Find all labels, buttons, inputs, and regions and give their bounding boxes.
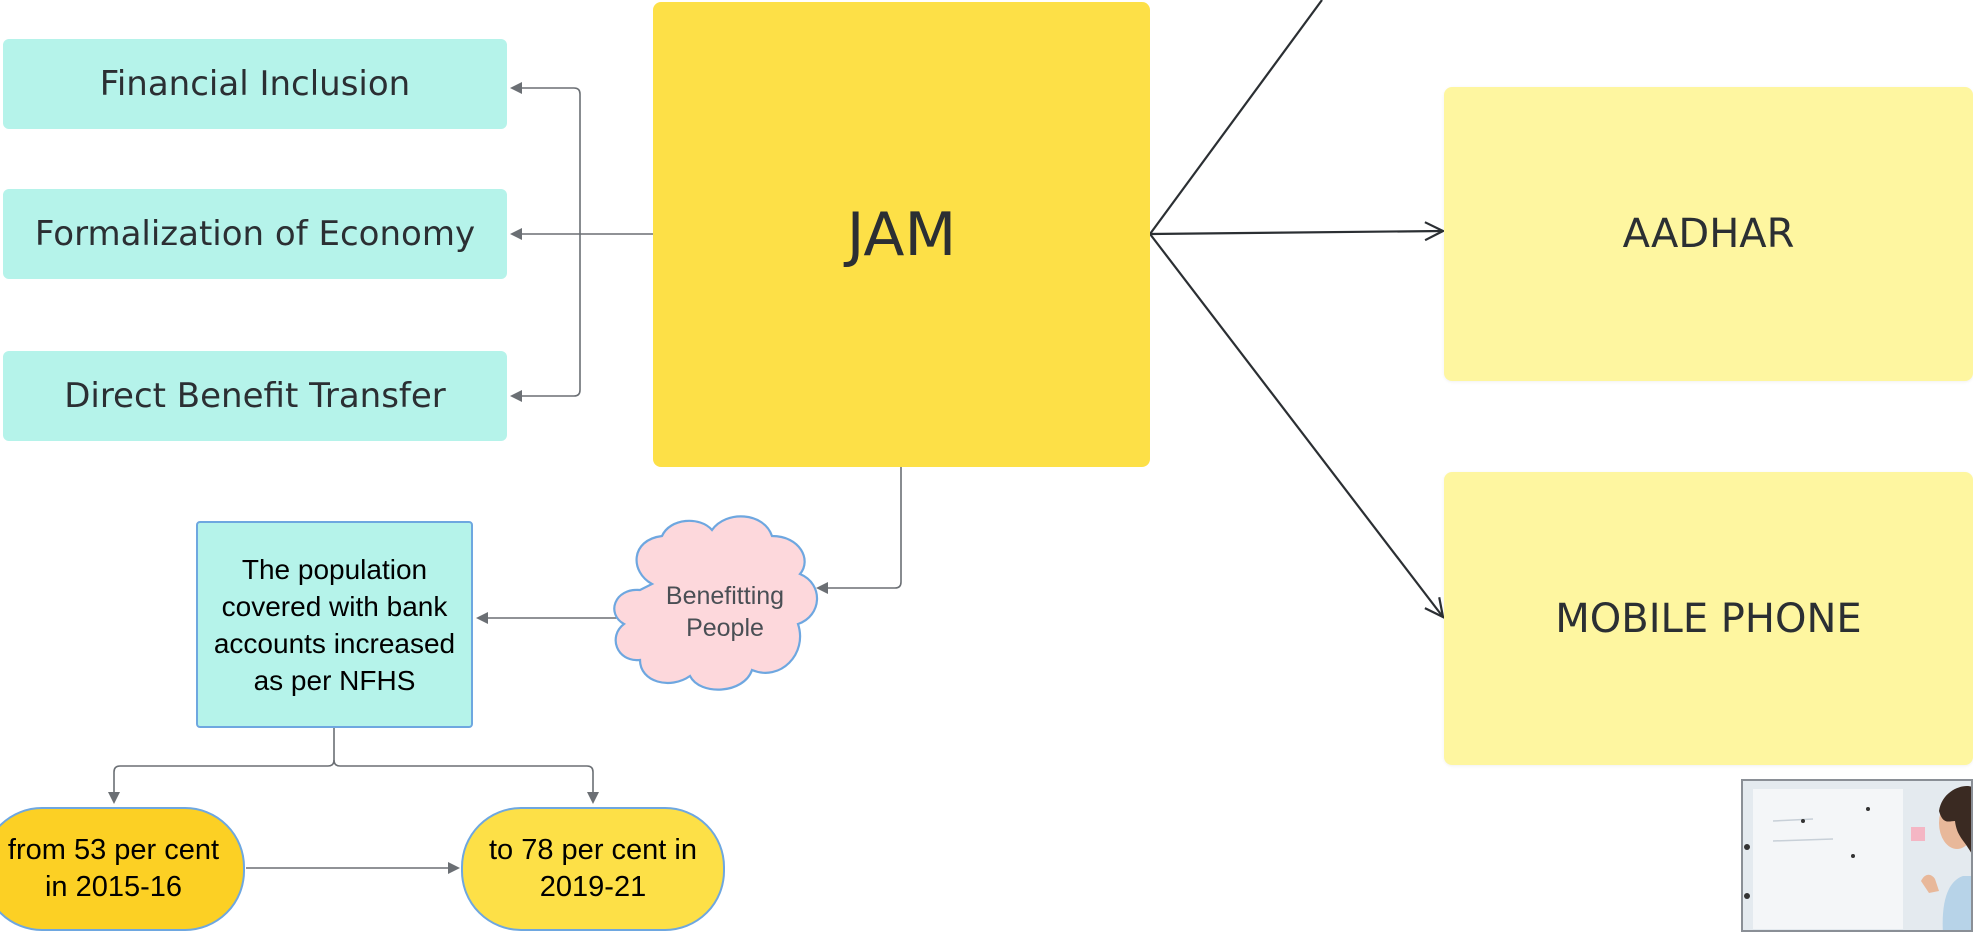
benefitting-people-label: Benefitting People: [665, 582, 785, 642]
bank-account-fact-box[interactable]: The population covered with bank account…: [196, 521, 473, 728]
jam-center-box[interactable]: JAM: [653, 2, 1150, 467]
jam-to-cloud-connector: [816, 467, 902, 594]
stat-from-text: from 53 per cent in 2015-16: [7, 834, 220, 903]
fact-to-stats-connector: [108, 728, 599, 804]
jam-to-outcomes-connector: [510, 82, 653, 402]
stat-to-pill[interactable]: to 78 per cent in 2019-21: [461, 807, 725, 931]
outcome-financial-inclusion[interactable]: Financial Inclusion: [3, 39, 507, 129]
fact-text: The population covered with bank account…: [213, 553, 456, 696]
outcome-label: Formalization of Economy: [34, 214, 476, 254]
stat-from-pill[interactable]: from 53 per cent in 2015-16: [0, 807, 245, 931]
outcome-label: Financial Inclusion: [99, 64, 411, 104]
outcome-label: Direct Benefit Transfer: [64, 376, 446, 416]
stat-to-text: to 78 per cent in 2019-21: [489, 834, 697, 903]
presenter-video-icon: [1743, 781, 1971, 930]
benefitting-people-label-wrap: Benefitting People: [640, 577, 810, 647]
jam-to-components-connector: [1149, 0, 1443, 617]
component-mobile-phone[interactable]: MOBILE PHONE: [1444, 472, 1973, 765]
presenter-video-thumbnail[interactable]: [1741, 779, 1973, 932]
jam-label: JAM: [846, 199, 957, 270]
outcome-direct-benefit-transfer[interactable]: Direct Benefit Transfer: [3, 351, 507, 441]
component-label: MOBILE PHONE: [1555, 595, 1862, 642]
component-aadhar[interactable]: AADHAR: [1444, 87, 1973, 381]
component-label: AADHAR: [1622, 211, 1795, 257]
outcome-formalization-of-economy[interactable]: Formalization of Economy: [3, 189, 507, 279]
